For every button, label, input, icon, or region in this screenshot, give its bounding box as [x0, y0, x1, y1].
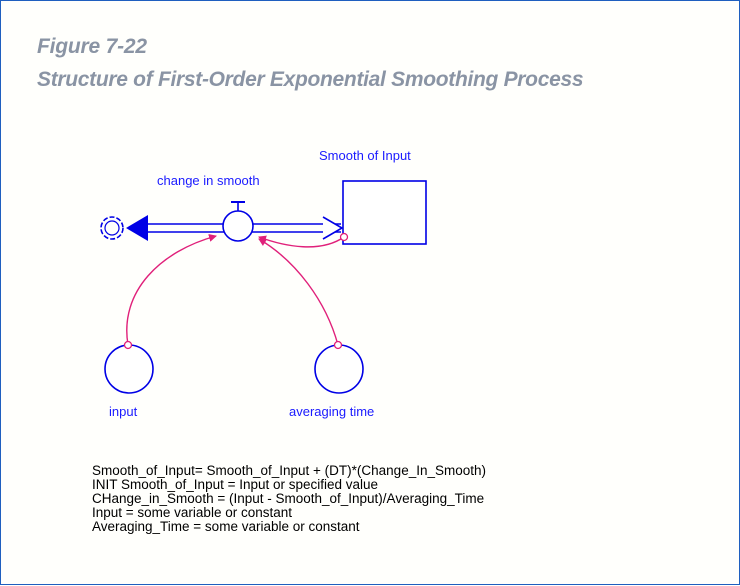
input-label: input: [109, 404, 138, 419]
figure-number: Figure 7-22: [37, 35, 147, 58]
connectors: [126, 233, 345, 346]
equations-block: Smooth_of_Input= Smooth_of_Input + (DT)*…: [92, 464, 486, 534]
valve-icon: [222, 201, 254, 242]
equation-line: CHange_in_Smooth = (Input - Smooth_of_In…: [92, 491, 485, 506]
cloud-icon: [100, 216, 124, 240]
connector-stock-to-flow: [258, 235, 345, 248]
input-converter: [104, 344, 154, 394]
connector-averaging-to-flow: [258, 238, 339, 346]
equation-line: INIT Smooth_of_Input = Input or specifie…: [92, 477, 379, 492]
connector-origin-icon: [123, 340, 133, 350]
stock-label: Smooth of Input: [319, 148, 411, 163]
equation-line: Smooth_of_Input= Smooth_of_Input + (DT)*…: [92, 463, 486, 478]
flow-label: change in smooth: [157, 173, 260, 188]
connector-input-to-flow: [126, 233, 217, 346]
averaging-time-label: averaging time: [289, 404, 375, 419]
averaging-time-converter: [314, 344, 364, 394]
connector-origin-icon: [333, 340, 343, 350]
stock-box: [342, 180, 427, 245]
flow-outline-arrow-icon: [322, 216, 344, 240]
equation-line: Averaging_Time = some variable or consta…: [92, 519, 360, 534]
figure-title: Structure of First-Order Exponential Smo…: [37, 68, 584, 91]
connector-origin-icon: [339, 232, 349, 242]
flow-arrowhead-icon: [126, 215, 148, 241]
equation-line: Input = some variable or constant: [92, 505, 292, 520]
